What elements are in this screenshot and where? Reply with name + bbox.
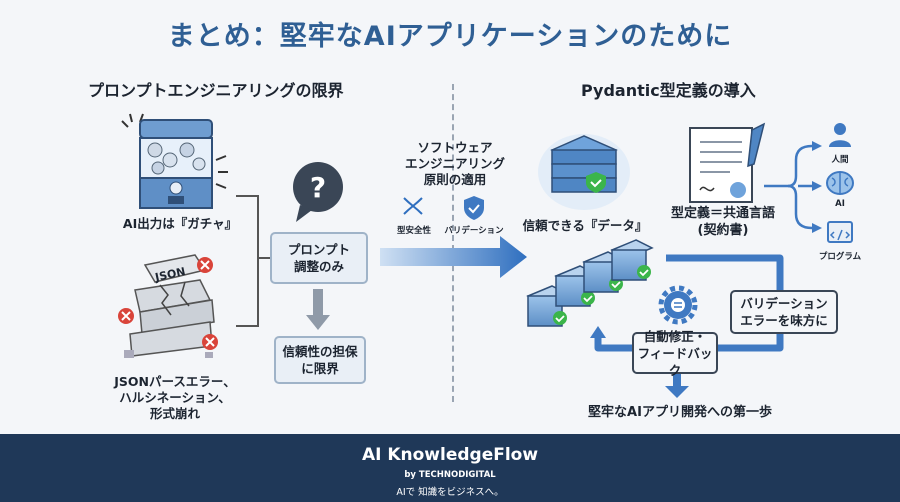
left-section-heading: プロンプトエンジニアリングの限界 [88,81,344,100]
dna-icon [403,197,423,215]
principle-label: ソフトウェア エンジニアリング 原則の適用 [390,140,520,188]
contract-document-icon [689,122,766,203]
validation-box-line-2: エラーを味方に [740,313,828,328]
server-stack-icon [538,134,630,210]
footer-bar [0,434,900,502]
trusted-data-label: 信頼できる『データ』 [522,218,648,233]
errors-label: JSONパースエラー、 ハルシネーション、 形式崩れ [100,374,250,422]
type-safety-label: 型安全性 [396,226,431,236]
right-section-heading: Pydantic型定義の導入 [581,81,756,100]
down-arrow [306,289,330,330]
contract-line-1: 型定義＝共通言語 [670,206,775,221]
ai-label: AI [835,199,845,209]
first-step-label: 堅牢なAIアプリ開発への第一歩 [588,405,772,420]
principle-line-1: ソフトウェア [417,140,493,155]
auto-fix-feedback-box: 自動修正・ フィードバック [632,329,718,378]
human-label: 人間 [831,155,849,165]
code-window-icon [827,221,853,243]
footer-tagline: AIで 知識をビジネスへ。 [396,487,504,498]
footer-by: by TECHNODIGITAL [404,470,496,480]
gacha-machine-icon [121,113,228,209]
brace-arrows [764,141,822,233]
question-bubble-icon: ? [293,162,343,222]
prompt-only-box: プロンプト 調整のみ [270,232,368,284]
errors-line-2: ハルシネーション、 [119,390,231,405]
errors-line-1: JSONパースエラー、 [114,374,236,389]
contract-line-2: (契約書) [697,223,749,238]
prompt-box-line-2: 調整のみ [293,259,344,274]
contract-label: 型定義＝共通言語 (契約書) [668,205,778,239]
footer-brand: AI KnowledgeFlow [361,445,539,465]
validation-box-line-1: バリデーション [740,296,828,311]
left-bracket [236,195,270,327]
shield-check-icon [464,196,484,220]
validation-error-box: バリデーション エラーを味方に [730,290,838,334]
errors-line-3: 形式崩れ [149,406,200,421]
big-right-arrow [380,236,527,278]
feedback-box-line-2: フィードバック [637,345,713,378]
page-title: まとめ：堅牢なAIアプリケーションのために [167,21,733,52]
prompt-box-line-1: プロンプト [287,242,351,257]
reliability-limit-box: 信頼性の担保 に限界 [274,336,366,384]
gacha-label: AI出力は『ガチャ』 [122,216,238,231]
validation-label: バリデーション [444,226,504,236]
human-icon [829,123,851,147]
program-label: プログラム [818,252,862,262]
down-arrow-final [665,372,689,398]
limit-box-line-1: 信頼性の担保 [282,344,358,359]
principle-line-2: エンジニアリング [404,156,505,171]
principle-line-3: 原則の適用 [423,172,487,187]
section-divider [452,84,454,402]
feedback-box-line-1: 自動修正・ [643,328,707,344]
limit-box-line-2: に限界 [301,361,339,376]
gear-icon [658,285,698,325]
svg-text:?: ? [310,171,326,204]
data-cube-chain [526,239,654,327]
broken-json-blocks-icon [118,254,218,358]
brain-icon [826,171,854,195]
